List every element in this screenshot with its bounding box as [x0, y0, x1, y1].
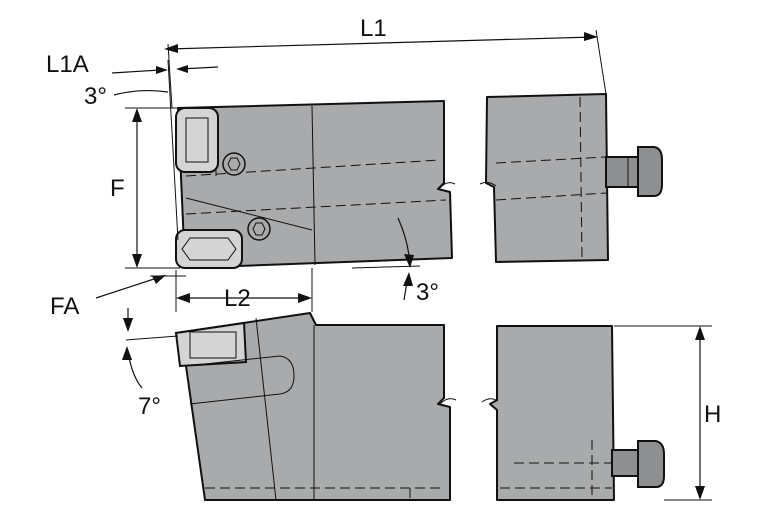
arrow-icon-15	[695, 486, 705, 500]
arrow-icon-3	[156, 66, 168, 74]
top-insert-lower	[175, 229, 243, 269]
top-break-line-2	[479, 181, 497, 187]
h-label: H	[704, 401, 721, 428]
side-clamp-pocket	[185, 355, 295, 405]
screw-icon	[222, 152, 246, 176]
angle-right-label: 3°	[416, 279, 439, 306]
arrow-icon-14	[695, 326, 705, 340]
angle-top-ref	[167, 59, 179, 241]
side-body-rear	[489, 325, 615, 501]
arrow-icon-9	[298, 293, 312, 303]
l1-label: L1	[360, 15, 387, 42]
arrow-icon-12	[123, 318, 133, 332]
top-dash-5	[579, 96, 583, 259]
top-bolt-head	[637, 146, 663, 197]
top-divider	[311, 105, 316, 266]
top-body-rear	[485, 93, 609, 263]
arrow-icon-11	[403, 272, 413, 286]
dimensions: L1 L1A 3° F FA L2 3°	[46, 15, 721, 501]
side-insert	[174, 321, 248, 368]
arrow-icon-5	[132, 108, 142, 122]
top-dash-4	[495, 192, 607, 201]
angle-bottom-label: 7°	[138, 393, 161, 420]
arrow-icon-13	[122, 346, 132, 360]
angle-bottom-ref	[125, 335, 179, 341]
top-dash-1	[185, 159, 441, 177]
arrow-icon-4	[176, 65, 188, 73]
arrow-icon-6	[132, 254, 142, 268]
screw-hex-icon-2	[252, 222, 266, 236]
arrow-icon-7	[152, 275, 166, 284]
top-angled-line	[185, 197, 313, 231]
side-break-line	[439, 398, 457, 405]
top-insert-lower-hex	[181, 237, 237, 261]
l1-dim-line	[167, 36, 595, 50]
l1-ext-left	[167, 43, 173, 109]
top-dash-3	[495, 156, 607, 164]
fa-leader	[95, 276, 161, 299]
top-bolt-shank	[605, 156, 641, 188]
arrow-icon-8	[176, 293, 190, 303]
top-insert-upper-slot	[185, 117, 209, 163]
arrow-icon	[164, 44, 178, 53]
top-dash-2	[185, 199, 447, 215]
side-break-line-2	[481, 398, 499, 403]
side-insert-slot	[189, 331, 237, 359]
angle-top-arc	[113, 89, 169, 96]
side-view	[174, 312, 665, 501]
screw-icon-2	[247, 217, 271, 241]
arrow-icon-2	[584, 32, 598, 41]
side-bolt-head	[637, 440, 665, 488]
side-bolt-shank	[611, 449, 641, 477]
l2-label: L2	[224, 285, 251, 312]
l1-ext-right	[595, 29, 607, 95]
angle-right-ref	[351, 265, 421, 269]
l1a-label: L1A	[46, 51, 89, 78]
l1a-dim-line-left	[111, 69, 161, 74]
top-view	[175, 93, 663, 269]
fa-label: FA	[50, 293, 79, 320]
side-divider-2	[255, 317, 277, 501]
arrow-icon-10	[404, 254, 414, 268]
screw-hex-icon	[227, 157, 241, 171]
f-label: F	[110, 175, 125, 202]
angle-top-label: 3°	[84, 83, 107, 110]
top-break-line	[439, 182, 456, 189]
